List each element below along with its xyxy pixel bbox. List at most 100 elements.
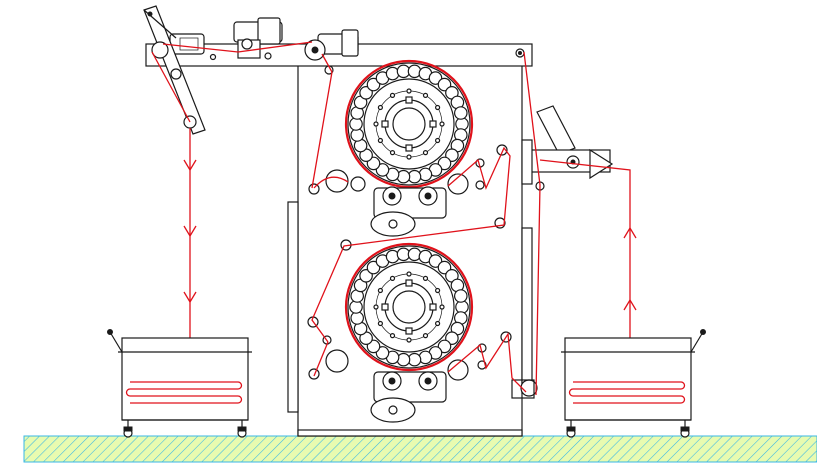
upper-cylinder-hole bbox=[453, 106, 468, 120]
flow-arrows bbox=[183, 159, 637, 311]
lower-cylinder-web-wrap bbox=[344, 242, 474, 372]
feed-cart-left-caster-mount bbox=[123, 426, 133, 432]
feed-arm-pivot bbox=[147, 11, 153, 17]
lower-cylinder-key-left bbox=[381, 303, 389, 311]
guide-roller-lower-left bbox=[325, 349, 349, 373]
upper-cylinder-hole bbox=[366, 77, 381, 92]
web-lower-left bbox=[313, 341, 329, 377]
lower-cylinder-bolt bbox=[422, 275, 429, 281]
drive-pod-lower bbox=[370, 371, 447, 423]
beam-roller-right-hub bbox=[518, 51, 522, 55]
takeup-cart-right bbox=[561, 329, 706, 438]
drive-motor-1-detail bbox=[179, 37, 199, 51]
lower-cylinder-hole bbox=[418, 350, 433, 365]
lower-cylinder-bolt bbox=[389, 333, 396, 339]
upper-cylinder-bolt bbox=[439, 121, 445, 127]
web-takeup-rise bbox=[539, 159, 631, 385]
drive-pulley-2 bbox=[241, 38, 253, 50]
drive-pod-lower-cam-hub bbox=[388, 405, 398, 415]
beam-bolt-2 bbox=[209, 53, 217, 61]
lower-cylinder-bolt bbox=[373, 304, 379, 310]
lower-cylinder-hole bbox=[366, 260, 381, 275]
web-right-run bbox=[523, 51, 541, 396]
upper-cylinder-hole bbox=[385, 66, 400, 81]
lower-cylinder-key-bottom bbox=[405, 327, 413, 335]
upper-cylinder-key-left bbox=[381, 120, 389, 128]
takeup-cart-right-handle-knob bbox=[700, 329, 706, 335]
upper-cylinder-hole bbox=[437, 156, 452, 171]
dancer-roller-3 bbox=[496, 144, 508, 156]
drive-motor-3-gearbox bbox=[341, 29, 359, 57]
web-entry-down bbox=[311, 53, 333, 189]
frame-base-plate bbox=[297, 429, 523, 437]
web-wrap-upper-left bbox=[313, 176, 349, 189]
upper-cylinder-bolt bbox=[435, 104, 441, 111]
web-lower-exit bbox=[447, 332, 527, 393]
arrow-up-1 bbox=[623, 226, 637, 239]
floor bbox=[23, 435, 817, 463]
lower-cylinder-hole bbox=[453, 289, 468, 303]
feed-roller-large bbox=[151, 41, 169, 59]
upper-cylinder-key-bottom bbox=[405, 144, 413, 152]
guide-roller-upper-left bbox=[325, 169, 349, 193]
lower-cylinder-key-top bbox=[405, 279, 413, 287]
lower-cylinder-inner-ring bbox=[363, 261, 455, 353]
lower-cylinder-bolt bbox=[377, 287, 383, 294]
lower-cylinder-hole bbox=[385, 249, 400, 264]
guide-roller-lower-left-edge bbox=[308, 368, 320, 380]
feed-roller-small bbox=[170, 68, 182, 80]
lower-cylinder-bolt bbox=[435, 320, 441, 327]
feed-cart-left-caster-mount bbox=[237, 426, 247, 432]
upper-cylinder-bolt bbox=[389, 92, 396, 99]
upper-cylinder-bolt bbox=[422, 150, 429, 156]
upper-cylinder-hole bbox=[407, 64, 422, 79]
lower-cylinder-hole bbox=[375, 346, 390, 360]
beam-bolt bbox=[264, 52, 272, 60]
lower-cylinder-hole bbox=[407, 247, 422, 262]
upper-cylinder-bolt bbox=[389, 150, 396, 156]
upper-cylinder-web-wrap bbox=[344, 59, 474, 189]
lower-cylinder bbox=[344, 242, 474, 372]
arrow-down-2 bbox=[183, 225, 197, 238]
upper-cylinder-key-top bbox=[405, 96, 413, 104]
feed-arm-left bbox=[143, 5, 206, 135]
upper-cylinder-bolt bbox=[406, 88, 412, 94]
left-side-panel bbox=[287, 201, 299, 413]
drive-pod-upper-hub-right bbox=[424, 192, 432, 200]
lower-cylinder-bolt bbox=[406, 271, 412, 277]
lower-cylinder-bolt bbox=[389, 275, 396, 281]
takeup-arm-link bbox=[536, 105, 576, 155]
upper-cylinder-bolt bbox=[422, 92, 429, 99]
upper-cylinder-key-right bbox=[429, 120, 437, 128]
upper-cylinder-hole bbox=[428, 71, 443, 85]
top-drive-units bbox=[169, 17, 359, 61]
lower-cylinder-bore bbox=[392, 290, 426, 324]
takeup-bracket bbox=[521, 139, 533, 185]
lower-cylinder-bolt bbox=[422, 333, 429, 339]
upper-cylinder-hole bbox=[375, 163, 390, 177]
drive-motor-2-gearbox bbox=[257, 17, 281, 45]
lower-cylinder-hole bbox=[396, 352, 411, 367]
right-side-panel bbox=[521, 227, 533, 394]
guide-rollers bbox=[307, 65, 512, 381]
feed-cart-left-handle-knob bbox=[107, 329, 113, 335]
dancer-roller-2 bbox=[475, 180, 485, 190]
guide-roller-upper-right bbox=[447, 173, 469, 195]
drive-pod-upper-cam-hub bbox=[388, 219, 398, 229]
takeup-arm-tip bbox=[589, 148, 614, 180]
lower-cylinder-hole bbox=[428, 254, 443, 268]
guide-roller-lower-right bbox=[447, 359, 469, 381]
arrow-down-1 bbox=[183, 159, 197, 172]
upper-cylinder-bore bbox=[392, 107, 426, 141]
upper-cylinder-hole bbox=[418, 167, 433, 182]
drive-pod-lower-hub-right bbox=[424, 377, 432, 385]
web-transfer bbox=[311, 146, 511, 343]
arrow-up-2 bbox=[623, 298, 637, 311]
drive-pod-upper-hub-left bbox=[388, 192, 396, 200]
exit-roller-bracket bbox=[511, 379, 535, 399]
lower-cylinder-hole bbox=[437, 339, 452, 354]
upper-cylinder-bolt bbox=[373, 121, 379, 127]
drive-pod-upper bbox=[370, 186, 447, 237]
